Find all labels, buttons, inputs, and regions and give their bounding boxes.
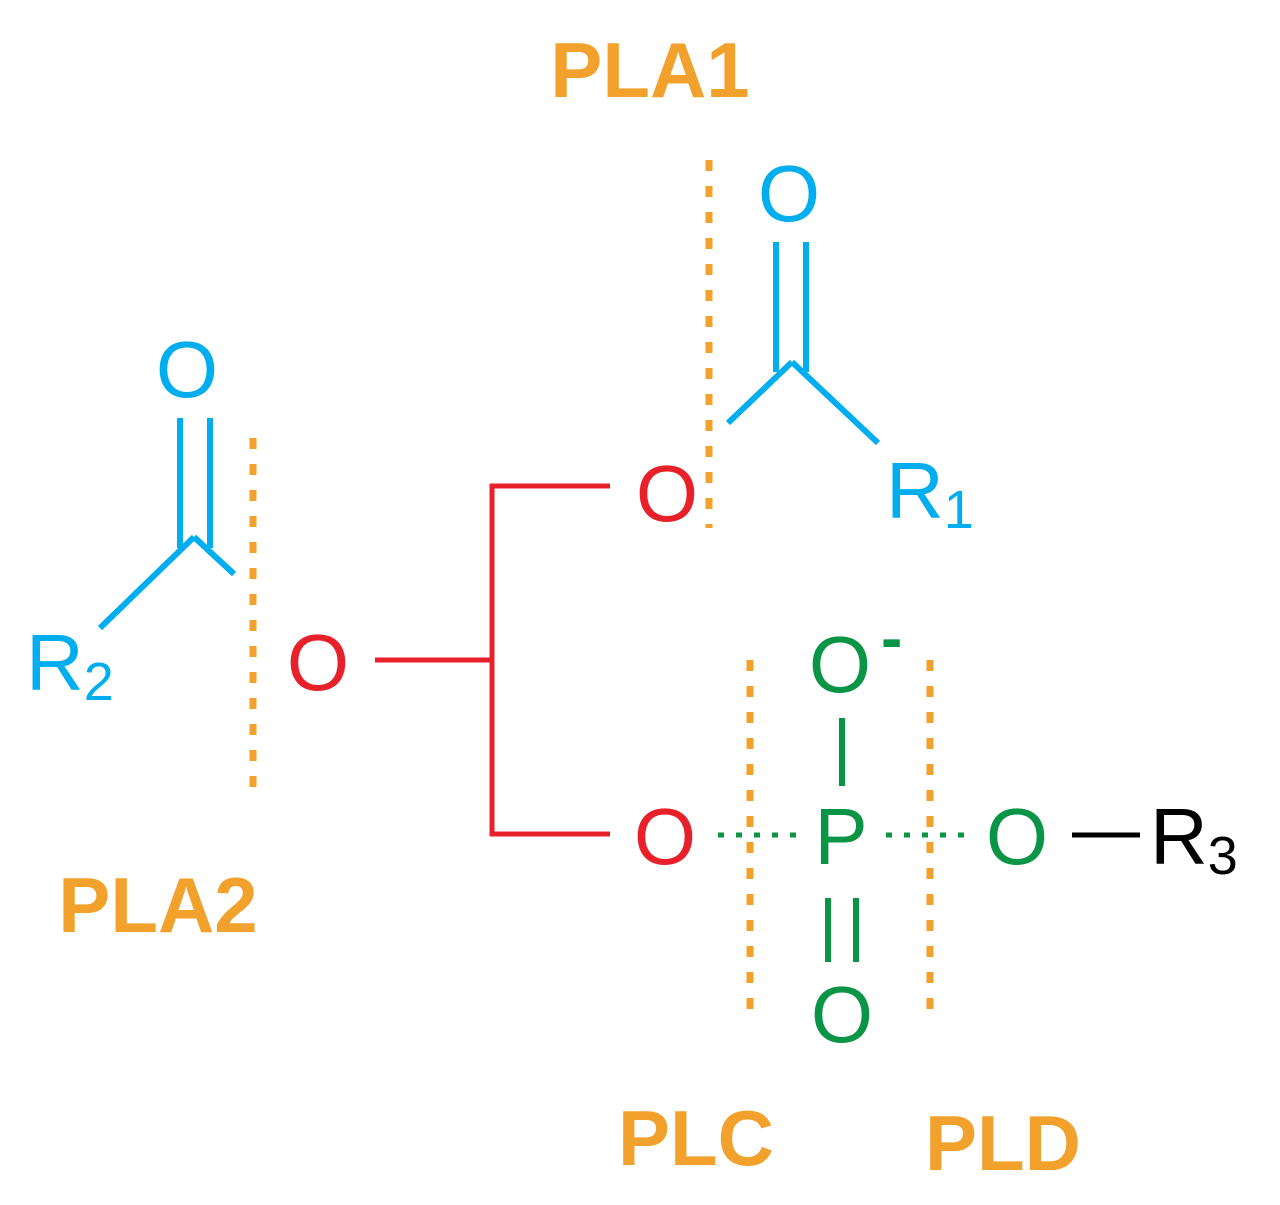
phosphate-group <box>718 718 970 962</box>
phosphorus-label: P <box>814 792 867 881</box>
r2-main: R <box>26 618 84 707</box>
r3-label: R3 <box>1150 792 1238 886</box>
cleavage-lines <box>249 160 934 1022</box>
pla2-label: PLA2 <box>58 861 257 949</box>
r1-main: R <box>886 446 944 535</box>
acyl2-bond-to-o <box>191 534 237 577</box>
o-phosphate-minus-label: O <box>809 620 871 709</box>
acyl-chain-2 <box>97 418 237 631</box>
r1-label: R1 <box>886 446 974 540</box>
charge-minus-label: - <box>881 602 902 674</box>
r1-subscript: 1 <box>944 480 974 540</box>
glycerol-backbone <box>375 483 610 837</box>
pld-label: PLD <box>925 1099 1081 1187</box>
acyl2-bond-to-r <box>97 534 197 631</box>
r2-subscript: 2 <box>84 652 114 712</box>
o-phosphate-double-label: O <box>811 970 873 1059</box>
r3-subscript: 3 <box>1208 826 1238 886</box>
o-sn3-label: O <box>634 792 696 881</box>
acyl-chain-1 <box>725 242 881 446</box>
acyl1-bond-to-o <box>725 359 795 426</box>
o-carbonyl-2-label: O <box>156 325 218 414</box>
o-sn2-label: O <box>287 618 349 707</box>
r3-main: R <box>1150 792 1208 881</box>
acyl1-bond-to-r <box>789 359 881 446</box>
o-sn1-label: O <box>636 449 698 538</box>
plc-label: PLC <box>618 1094 774 1182</box>
r2-label: R2 <box>26 618 114 712</box>
pla1-label: PLA1 <box>550 26 749 114</box>
o-phosphate-ester-label: O <box>986 792 1048 881</box>
o-carbonyl-1-label: O <box>758 149 820 238</box>
